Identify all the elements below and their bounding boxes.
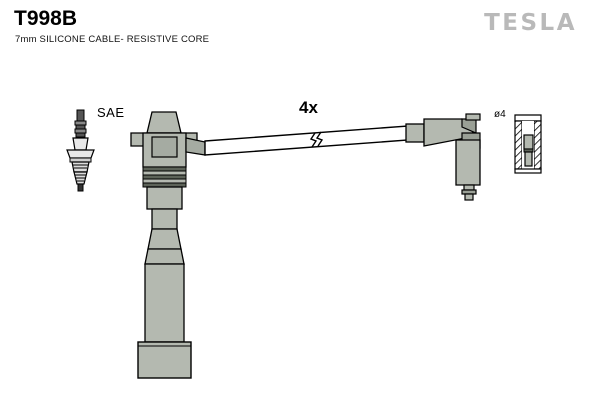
terminal-cross-section xyxy=(514,114,542,174)
page-title: T998B xyxy=(14,7,78,30)
sae-label: SAE xyxy=(97,105,125,120)
spark-plug-boot xyxy=(130,111,206,379)
ignition-cable xyxy=(204,125,409,156)
distributor-boot xyxy=(405,113,481,201)
diameter-label: ø4 xyxy=(494,109,506,120)
spark-plug-icon xyxy=(66,109,95,192)
tesla-brand-logo: TESLA xyxy=(484,10,577,36)
part-description: 7mm SILICONE CABLE- RESISTIVE CORE xyxy=(15,34,210,45)
quantity-label: 4x xyxy=(299,98,318,117)
